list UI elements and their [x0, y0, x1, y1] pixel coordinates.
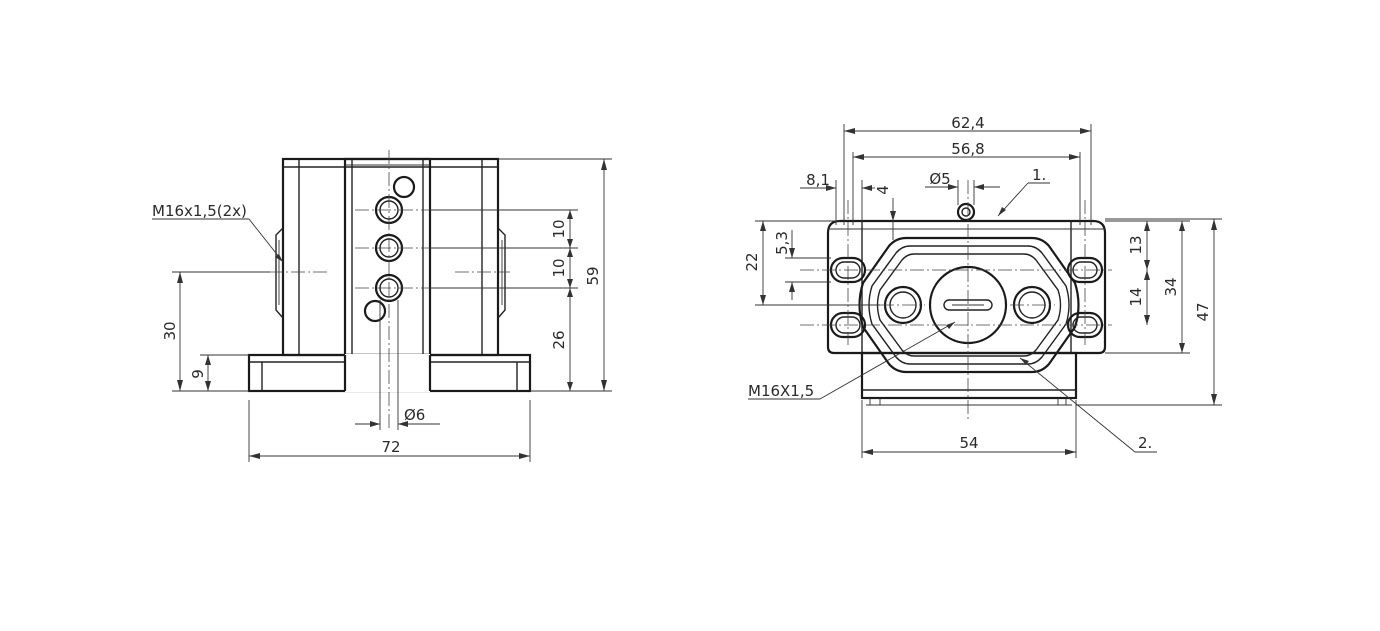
dim-port-spacing-lower: 10 — [550, 258, 568, 277]
dim-upper-offset: 13 — [1127, 235, 1145, 254]
left-base-flange — [247, 353, 532, 393]
dim-slot-spacing: 14 — [1127, 287, 1145, 306]
dim-pin-offset: 4 — [874, 185, 892, 195]
left-thread-callout: M16x1,5(2x) — [152, 202, 284, 263]
dim-hole-diameter: Ø6 — [404, 406, 425, 424]
dim-hole-spacing: 56,8 — [951, 140, 984, 158]
dim-slot-height: 22 — [743, 252, 761, 271]
right-callouts: M16X1,5 1. 2. — [748, 166, 1157, 453]
right-left-dimensions: 22 5,3 — [743, 220, 880, 306]
dim-port-height-26: 26 — [550, 330, 568, 349]
right-mounting-flange — [826, 219, 1107, 355]
dim-flange-9: 9 — [189, 369, 207, 379]
dim-height-59: 59 — [584, 266, 602, 285]
balloon-1: 1. — [1032, 166, 1046, 184]
left-view: 72 59 30 9 — [152, 150, 612, 462]
dim-width-72: 72 — [381, 438, 400, 456]
left-ports — [363, 175, 416, 323]
thread-callout-right: M16X1,5 — [748, 382, 814, 400]
dim-slot-offset: 5,3 — [773, 231, 791, 255]
right-base-body — [860, 351, 1078, 406]
right-right-dimensions: 13 14 34 47 — [1076, 218, 1222, 406]
dim-base-width: 54 — [959, 434, 978, 452]
dim-pin-diameter: Ø5 — [929, 170, 950, 188]
left-dimensions: 72 59 30 9 — [161, 158, 612, 462]
right-top-dimensions: 62,4 56,8 8,1 4 — [800, 114, 1092, 240]
dim-edge-offset: 8,1 — [806, 171, 830, 189]
right-centerlines — [800, 180, 1112, 420]
dim-axis-30: 30 — [161, 321, 179, 340]
balloon-2: 2. — [1138, 434, 1152, 452]
dim-flange-height: 34 — [1162, 277, 1180, 296]
dim-total-height: 47 — [1194, 302, 1212, 321]
right-bottom-dimension: 54 — [861, 400, 1077, 458]
right-view: 62,4 56,8 8,1 4 — [743, 114, 1222, 458]
dim-port-spacing-upper: 10 — [550, 219, 568, 238]
thread-callout-left: M16x1,5(2x) — [152, 202, 247, 220]
dim-overall-width: 62,4 — [951, 114, 984, 132]
